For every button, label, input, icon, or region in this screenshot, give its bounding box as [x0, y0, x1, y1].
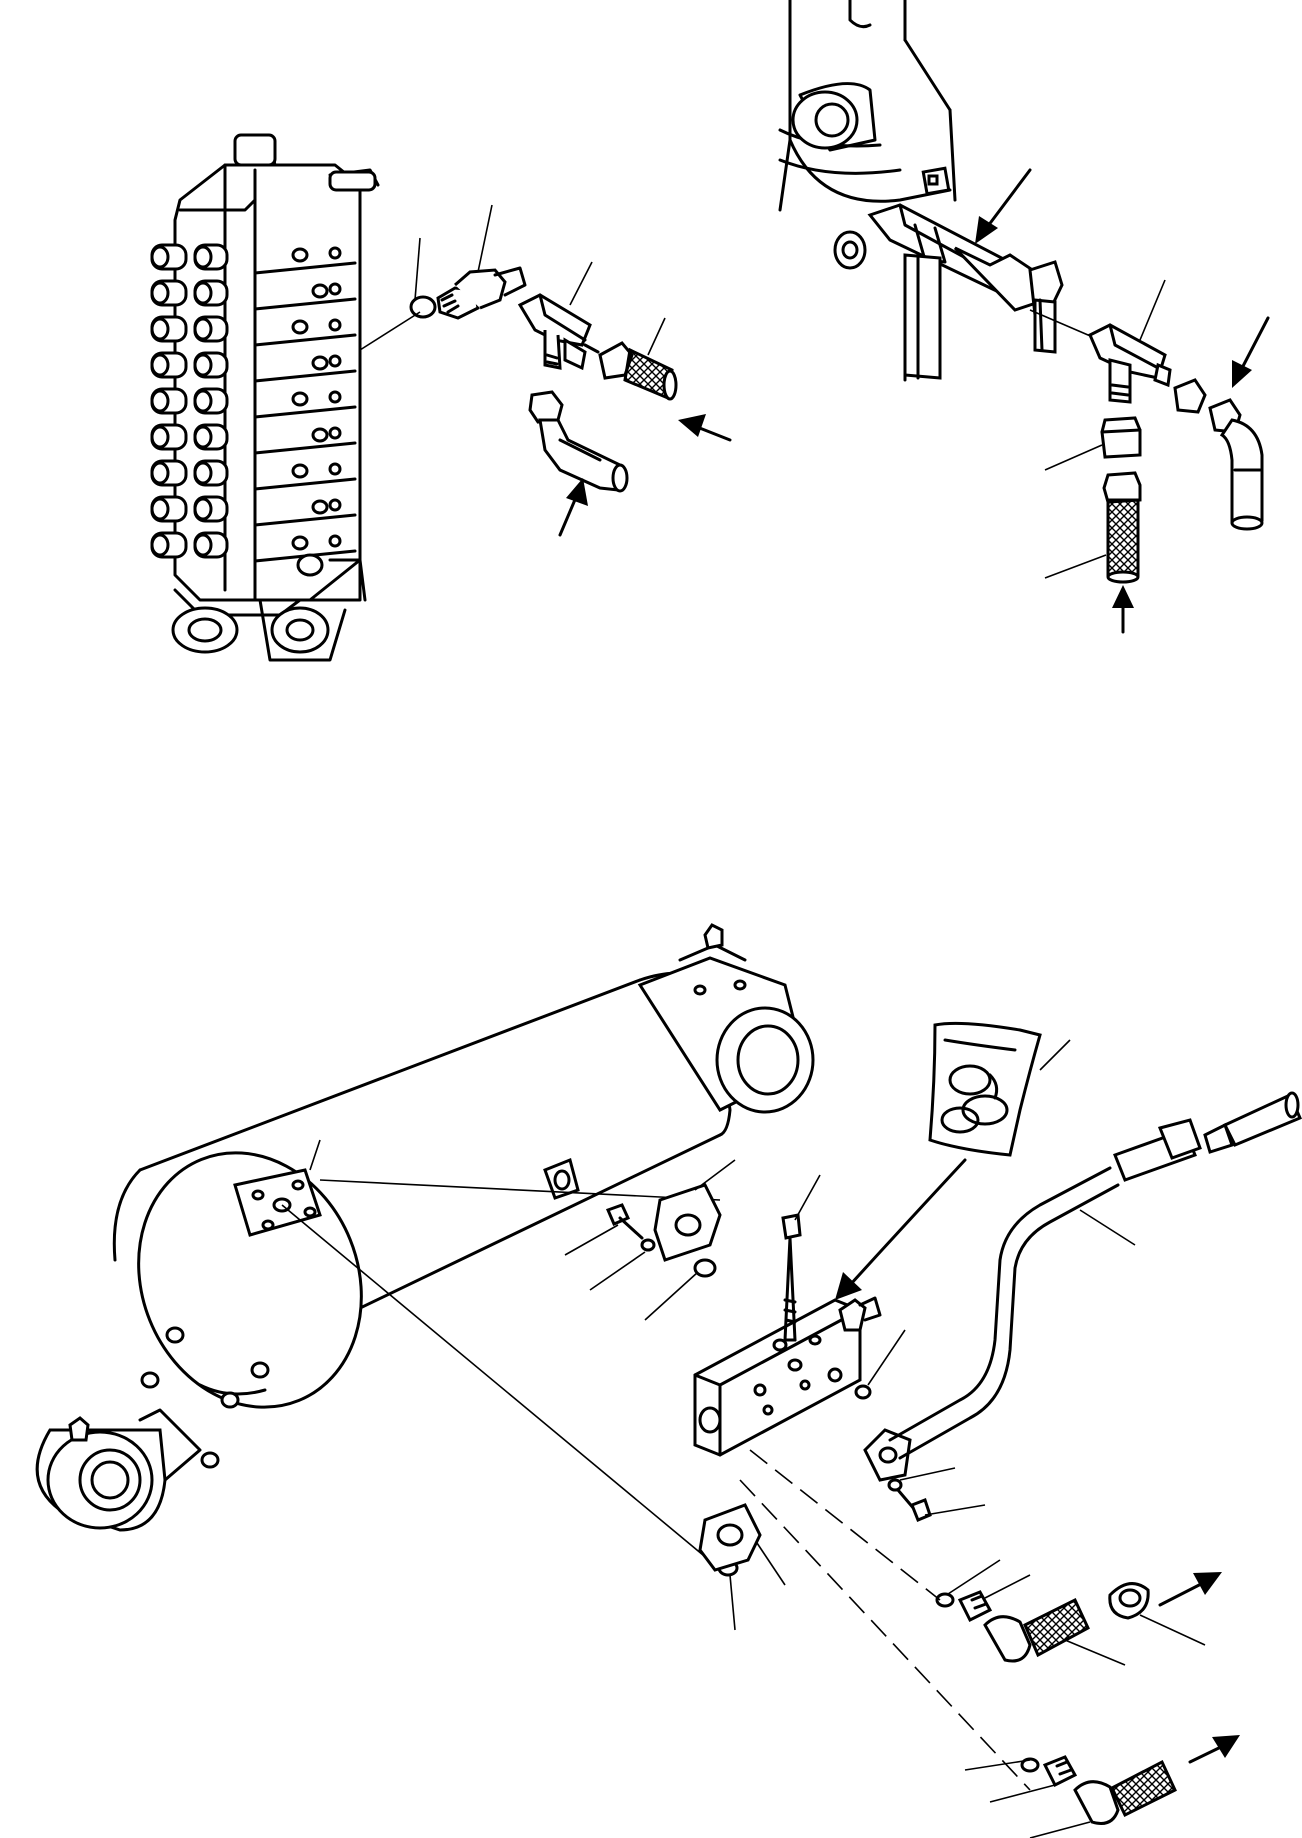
part-leader-3 [569, 261, 593, 306]
flow-arrow [975, 168, 1032, 244]
assembly-arrow [835, 1158, 967, 1300]
flow-arrow [558, 478, 588, 537]
cylinder-view [35, 923, 1302, 1838]
tank-view [778, 0, 1270, 634]
part-leader-4 [647, 317, 666, 356]
part-leader-5 [1139, 279, 1166, 341]
part-leader-16 [924, 1504, 986, 1516]
valve-section [150, 243, 357, 275]
valve-section [150, 495, 357, 527]
flow-arrow [678, 414, 732, 442]
part-leader-9 [794, 1174, 821, 1221]
part-leader-21 [1139, 1614, 1206, 1646]
tank-tee-assembly [833, 203, 1064, 380]
bent-hose-part [528, 390, 629, 493]
assembly-line [739, 1479, 1031, 1791]
assembly-line [281, 1204, 716, 1566]
small-bolt-part [605, 1203, 656, 1252]
part-leader-6 [1044, 444, 1103, 471]
part-leader-2 [477, 204, 493, 273]
part-leader-17 [1079, 1209, 1136, 1246]
part-leader-12 [589, 1251, 646, 1291]
flow-arrow [1158, 1572, 1222, 1607]
elbow-fitting-part [436, 266, 527, 320]
vertical-hose-part [1100, 416, 1142, 584]
assembly-line [309, 1139, 321, 1171]
flow-arrow [1188, 1735, 1240, 1764]
long-bolt-part [781, 1213, 802, 1342]
seal-kit-bag [928, 1021, 1042, 1157]
hydraulic-cylinder [35, 923, 815, 1532]
safety-valve-block [693, 1296, 882, 1457]
flow-arrow [1232, 316, 1270, 388]
o-ring-part [854, 1384, 872, 1400]
part-leader-24 [1029, 1821, 1091, 1838]
loose-tee-part [1088, 323, 1172, 404]
horizontal-hose-part [598, 341, 678, 401]
o-ring-part [409, 295, 437, 319]
part-leader-10 [694, 1159, 736, 1191]
part-leader-23 [989, 1784, 1056, 1803]
tee-fitting-part [517, 293, 600, 371]
part-leader-19 [984, 1574, 1031, 1599]
valve-section [150, 315, 357, 347]
hydraulic-tank [778, 0, 957, 212]
part-leader-7 [1044, 554, 1107, 579]
control-valve-view [150, 133, 732, 662]
control-valve-stack [150, 133, 380, 662]
part-leader-8 [1039, 1039, 1071, 1071]
part-leader-13 [644, 1271, 699, 1321]
valve-section [150, 459, 357, 491]
part-leader-15 [899, 1467, 956, 1481]
part-leader-25 [729, 1574, 736, 1631]
part-leader-18 [947, 1559, 1001, 1595]
right-elbow-hose-part [1173, 378, 1264, 531]
assembly-line [1029, 309, 1096, 339]
lower-flange-part [698, 1503, 762, 1572]
lower-fitting-group-1 [935, 1582, 1150, 1663]
part-leader-26 [754, 1539, 786, 1586]
part-leader-1 [414, 237, 421, 301]
assembly-line [319, 1179, 721, 1201]
valve-section [150, 279, 357, 311]
assembly-line [749, 1449, 941, 1601]
steel-tube-part [888, 1118, 1202, 1460]
lower-fitting-group-2 [1020, 1755, 1177, 1825]
part-leader-22 [964, 1759, 1031, 1771]
valve-section [150, 351, 357, 383]
upper-right-hose-part [1203, 1091, 1302, 1154]
part-leader-14 [867, 1329, 906, 1386]
flow-arrow [1112, 585, 1134, 634]
valve-section [150, 423, 357, 455]
part-leader-11 [564, 1224, 619, 1256]
upper-flange-part [653, 1183, 722, 1278]
valve-section [150, 387, 357, 419]
assembly-line [359, 311, 421, 351]
part-leader-20 [1064, 1639, 1126, 1666]
